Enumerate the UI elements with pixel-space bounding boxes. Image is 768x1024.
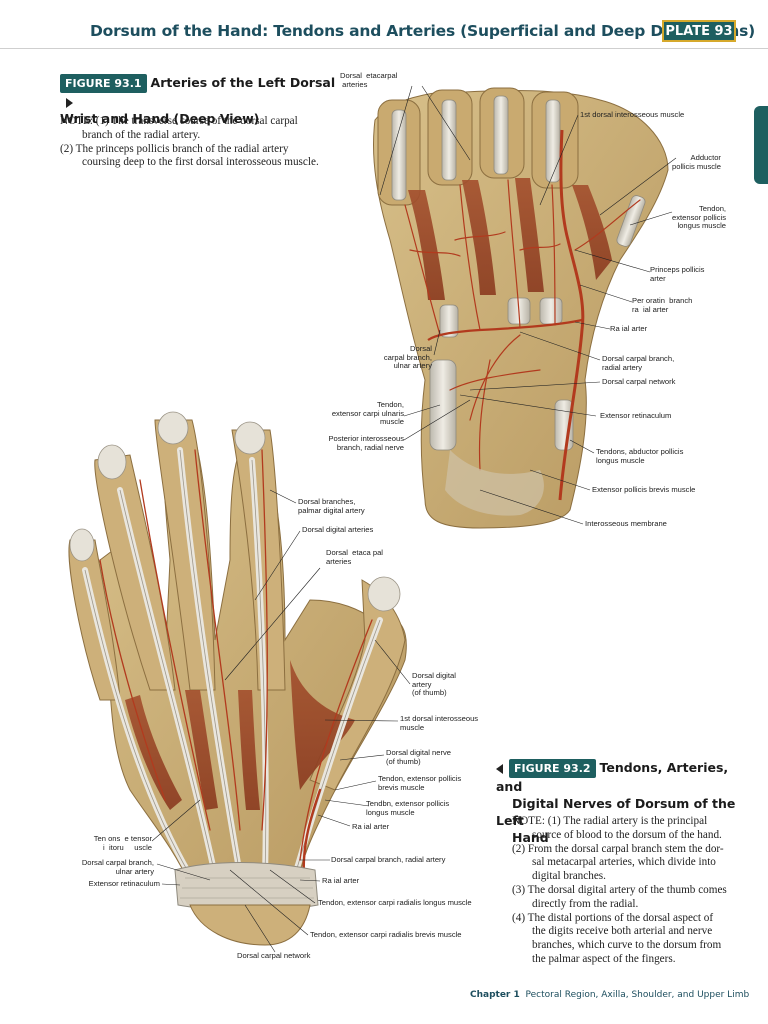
label-epb-muscle: Extensor pollicis brevis muscle bbox=[592, 485, 696, 494]
label-first-dorsal-interosseous: 1st dorsal interosseous muscle bbox=[580, 110, 685, 119]
figure-2-badge: FIGURE 93.2 bbox=[509, 759, 596, 778]
label-dorsal-carpal-ulnar-2: Dorsal carpal branch, ulnar artery bbox=[81, 858, 154, 876]
label-first-dorsal-interosseous-2: 1st dorsal interosseous muscle bbox=[400, 714, 479, 732]
figure-1-badge: FIGURE 93.1 bbox=[60, 74, 147, 93]
label-dorsal-carpal-network-2: Dorsal carpal network bbox=[237, 951, 311, 960]
figure-2-note-line: sal metacarpal arteries, which divide in… bbox=[532, 856, 716, 869]
label-dorsal-digital-nerve: Dorsal digital nerve (of thumb) bbox=[386, 748, 451, 766]
figure-2-title-line3: Hand bbox=[512, 830, 549, 845]
arrow-right-icon bbox=[66, 97, 73, 108]
label-radial-artery-2a: Ra ial arter bbox=[352, 822, 390, 831]
label-posterior-interosseous: Posterior interosseous branch, radial ne… bbox=[328, 434, 404, 452]
label-dorsal-digital-arteries: Dorsal digital arteries bbox=[302, 525, 374, 534]
figure-2-note: NOTE: (1) The radial artery is the princ… bbox=[512, 815, 764, 967]
figure-1-title-line1: Arteries of the Left Dorsal bbox=[150, 75, 336, 90]
page-header: Dorsum of the Hand: Tendons and Arteries… bbox=[0, 0, 768, 49]
figure-1-note: NOTE: (1) The transverse course of the d… bbox=[60, 115, 340, 170]
arrow-left-icon bbox=[496, 763, 503, 774]
label-tendon-epb: Tendon, extensor pollicis brevis muscle bbox=[378, 774, 462, 792]
label-dorsal-branches-palmar: Dorsal branches, palmar digital artery bbox=[298, 497, 365, 515]
label-tendon-ecu: Tendon, extensor carpi ulnaris muscle bbox=[331, 400, 404, 427]
label-princeps-pollicis: Princeps pollicis arter bbox=[650, 265, 705, 283]
figure-1-note-line: coursing deep to the first dorsal intero… bbox=[82, 156, 319, 169]
label-dorsal-carpal-radial-2: Dorsal carpal branch, radial artery bbox=[331, 855, 446, 864]
footer-text: Pectoral Region, Axilla, Shoulder, and U… bbox=[525, 990, 750, 1000]
label-radial-artery: Ra ial arter bbox=[610, 324, 648, 333]
page-footer: Chapter 1 Pectoral Region, Axilla, Shoul… bbox=[470, 990, 749, 1000]
figure-2-note-line: the palmar aspect of the fingers. bbox=[532, 952, 676, 965]
chapter-edge-tab bbox=[754, 106, 768, 184]
label-perforating-branch: Per oratin branch ra ial arter bbox=[632, 296, 693, 314]
label-dorsal-carpal-network: Dorsal carpal network bbox=[602, 377, 676, 386]
figure-2-note-line: digital branches. bbox=[532, 870, 606, 883]
page-title: Dorsum of the Hand: Tendons and Arteries… bbox=[90, 22, 756, 40]
label-interosseous-membrane: Interosseous membrane bbox=[585, 519, 667, 528]
label-dorsal-carpal-ulnar: Dorsal carpal branch, ulnar artery bbox=[383, 344, 432, 371]
label-dorsal-digital-thumb: Dorsal digital artery (of thumb) bbox=[412, 671, 456, 698]
label-tendons-apl: Tendons, abductor pollicis longus muscle bbox=[596, 447, 684, 465]
figure-2-note-line: NOTE: (1) The radial artery is the princ… bbox=[512, 815, 708, 827]
label-adductor-pollicis: Adductor pollicis muscle bbox=[672, 153, 721, 171]
label-tendon-epl-2: Tendbn, extensor pollicis longus muscle bbox=[366, 799, 450, 817]
plate-badge: PLATE 93 bbox=[662, 20, 736, 42]
figure-2-title-line1: Tendons, Arteries, and bbox=[496, 760, 729, 794]
figure-2-title-line2: Digital Nerves of Dorsum of the Left bbox=[496, 796, 736, 828]
figure-2-note-line: source of blood to the dorsum of the han… bbox=[532, 828, 722, 841]
figure-2-note-line: (3) The dorsal digital artery of the thu… bbox=[512, 883, 727, 896]
figure-2-note-line: branches, which curve to the dorsum from bbox=[532, 939, 722, 952]
figure-1-note-line: (2) The princeps pollicis branch of the … bbox=[60, 142, 289, 155]
figure-2-note-line: directly from the radial. bbox=[532, 897, 639, 910]
label-tendons-extensor-digitorum: Ten ons e tensor i itoru uscle bbox=[93, 834, 152, 852]
figure-1-note-line: NOTE: (1) The transverse course of the d… bbox=[60, 115, 298, 127]
label-dorsal-metacarpal-arteries-2: Dorsal etaca pal arteries bbox=[326, 548, 383, 566]
figure-2-note-line: (2) From the dorsal carpal branch stem t… bbox=[512, 842, 724, 855]
figure-1-illustration bbox=[373, 87, 669, 529]
footer-chapter: Chapter 1 bbox=[470, 990, 520, 1000]
label-radial-artery-2b: Ra ial arter bbox=[322, 876, 360, 885]
label-tendon-epl: Tendon, extensor pollicis longus muscle bbox=[672, 204, 727, 231]
label-dorsal-metacarpal-arteries: Dorsal etacarpal arteries bbox=[340, 71, 398, 89]
figure-2-note-line: (4) The distal portions of the dorsal as… bbox=[512, 911, 714, 924]
label-tendon-ecrb: Tendon, extensor carpi radialis brevis m… bbox=[310, 930, 462, 939]
figure-2-note-line: the digits receive both arterial and ner… bbox=[532, 925, 713, 938]
figure-2-illustration bbox=[68, 411, 407, 946]
label-extensor-retinaculum: Extensor retinaculum bbox=[600, 411, 672, 420]
figure-1-note-line: branch of the radial artery. bbox=[82, 128, 201, 141]
label-dorsal-carpal-radial: Dorsal carpal branch, radial artery bbox=[602, 354, 675, 372]
label-extensor-retinaculum-2: Extensor retinaculum bbox=[88, 879, 160, 888]
leader-lines bbox=[151, 85, 677, 953]
label-tendon-ecrl: Tendon, extensor carpi radialis longus m… bbox=[318, 898, 472, 907]
figure-1-title-line2: Wrist and Hand (Deep View) bbox=[60, 111, 260, 126]
